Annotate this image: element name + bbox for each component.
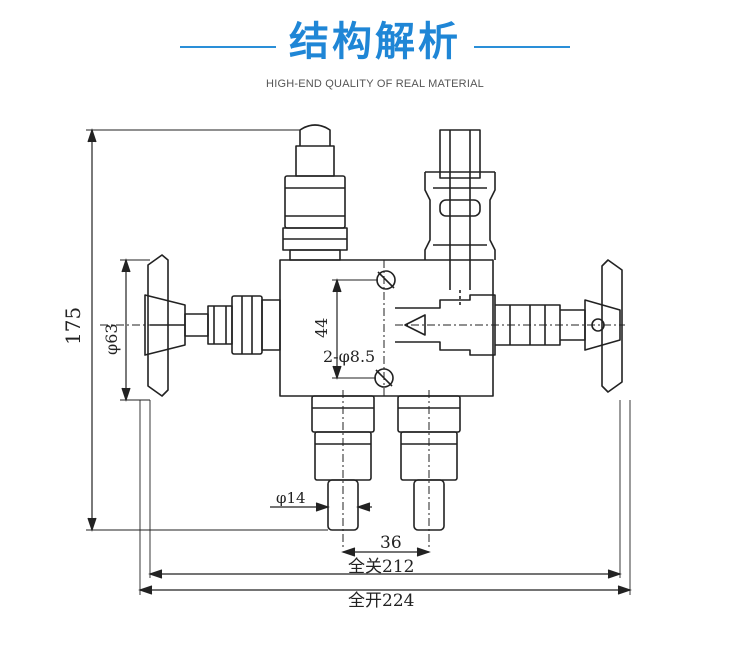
top-right-body-left [424, 172, 431, 260]
holes-label: 2-φ8.5 [323, 347, 375, 366]
stem-dia-label: φ14 [276, 489, 306, 507]
closed-length-label: 全关212 [348, 557, 414, 577]
top-left-nut [284, 175, 346, 229]
left-handwheel [147, 254, 169, 397]
section-header: 结构解析 HIGH-END QUALITY OF REAL MATERIAL [0, 0, 750, 100]
section-title: 结构解析 [289, 19, 461, 65]
block-height-label: 44 [312, 318, 331, 338]
right-handwheel [601, 259, 623, 393]
dimension-lines [86, 128, 632, 595]
outlet-spacing-label: 36 [380, 533, 402, 553]
header-rule-left [180, 46, 276, 48]
dimension-labels: 175 φ63 44 2-φ8.5 φ14 36 全关212 全开224 [61, 307, 414, 611]
handwheel-dia-label: φ63 [102, 323, 121, 355]
top-right-body-right [489, 172, 496, 260]
height-label: 175 [61, 307, 85, 345]
open-length-label: 全开224 [348, 591, 414, 611]
header-rule-right [474, 46, 570, 48]
top-left-stem-body [295, 145, 335, 177]
section-subtitle: HIGH-END QUALITY OF REAL MATERIAL [266, 78, 484, 90]
top-right-stem [439, 129, 481, 179]
left-valve-gland [207, 305, 233, 345]
valve-outline [100, 124, 625, 550]
left-valve-nut [231, 295, 263, 355]
manifold-drawing: 175 φ63 44 2-φ8.5 φ14 36 全关212 全开224 [0, 100, 750, 644]
technical-drawing-svg: 175 φ63 44 2-φ8.5 φ14 36 全关212 全开224 [61, 124, 632, 611]
left-valve-collar [261, 299, 281, 351]
top-left-stem [299, 124, 331, 146]
